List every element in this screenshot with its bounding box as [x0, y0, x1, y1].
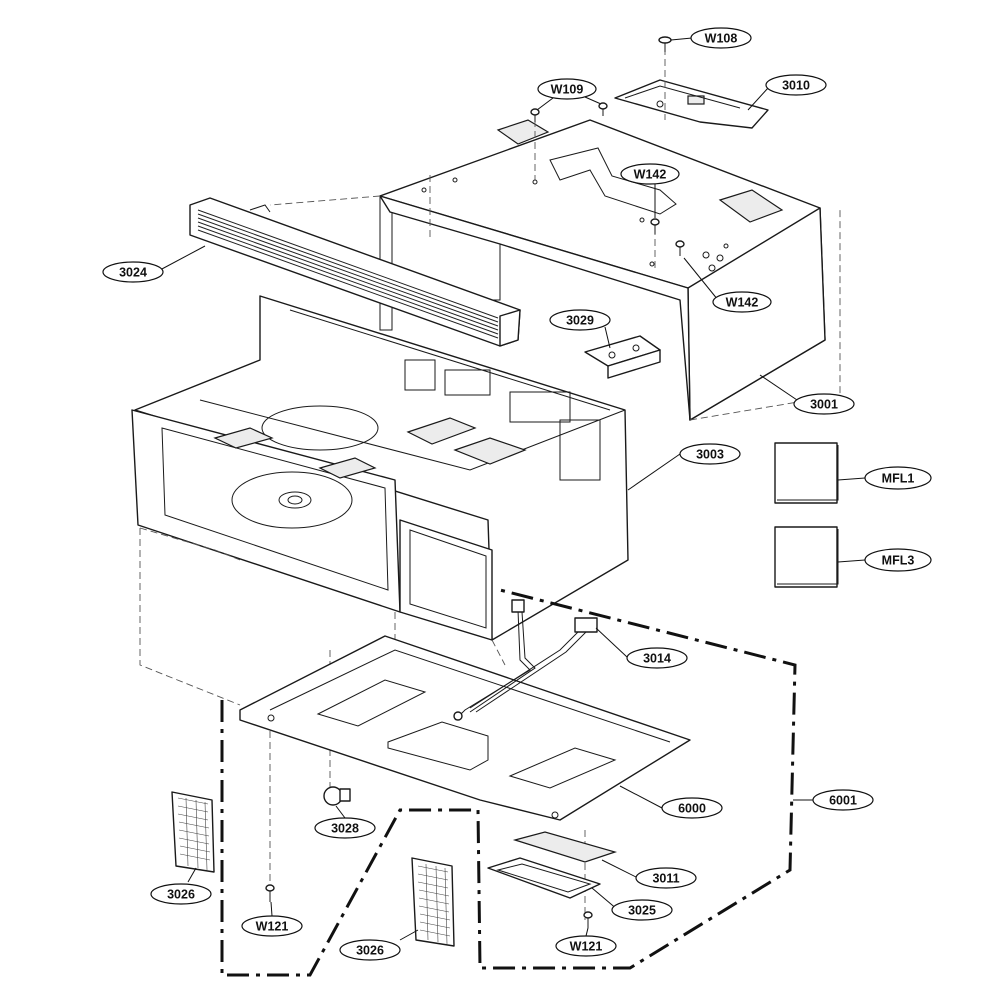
top-bracket-3010 — [614, 79, 769, 129]
label-mfl1: MFL1 — [882, 472, 915, 486]
callout-mfl3: MFL3 — [864, 548, 932, 572]
callout-3010: 3010 — [765, 74, 827, 96]
label-3010: 3010 — [782, 79, 810, 93]
label-w109: W109 — [551, 83, 584, 97]
callout-3026-bottom: 3026 — [339, 939, 401, 961]
screw-w109-b — [598, 102, 608, 116]
screw-w142-b — [675, 240, 685, 256]
label-3011: 3011 — [652, 872, 679, 886]
label-w108: W108 — [705, 32, 738, 46]
callout-3003: 3003 — [679, 443, 741, 465]
label-w121-left: W121 — [256, 920, 289, 934]
label-3026-bottom: 3026 — [356, 944, 384, 958]
label-3001: 3001 — [810, 398, 838, 412]
label-w142-top: W142 — [634, 168, 667, 182]
callout-3001: 3001 — [793, 393, 855, 415]
bracket-3029 — [584, 335, 661, 379]
label-3014: 3014 — [643, 652, 671, 666]
label-3003: 3003 — [696, 448, 724, 462]
oven-cavity-3003 — [131, 295, 629, 641]
label-3026-left: 3026 — [167, 888, 195, 902]
label-6001: 6001 — [829, 794, 857, 808]
callout-w121-left: W121 — [241, 915, 303, 937]
screw-w121-right — [583, 911, 593, 928]
callout-3026-left: 3026 — [150, 883, 212, 905]
screw-w109-a — [530, 108, 540, 122]
callout-w121-right: W121 — [555, 935, 617, 957]
label-3028: 3028 — [331, 822, 359, 836]
callout-6001: 6001 — [812, 789, 874, 811]
callout-3028: 3028 — [314, 817, 376, 839]
lamp-lens-3011 — [512, 831, 618, 863]
grease-filter-3026-bottom — [411, 857, 455, 947]
label-6000: 6000 — [678, 802, 706, 816]
label-3025: 3025 — [628, 904, 656, 918]
callout-mfl1: MFL1 — [864, 466, 932, 490]
callout-w142-side: W142 — [712, 291, 772, 313]
label-w142-side: W142 — [726, 296, 759, 310]
manual-mfl1 — [774, 442, 839, 504]
callout-3025: 3025 — [611, 899, 673, 921]
label-3024: 3024 — [119, 266, 147, 280]
manual-mfl3 — [774, 526, 839, 588]
screw-w121-left — [265, 884, 275, 902]
lamp-3028 — [323, 786, 351, 806]
wire-harness-3014 — [453, 599, 598, 721]
callout-3014: 3014 — [626, 647, 688, 669]
callout-3029: 3029 — [549, 309, 611, 331]
label-3029: 3029 — [566, 314, 594, 328]
screw-w142-a — [650, 218, 660, 234]
label-mfl3: MFL3 — [882, 554, 915, 568]
callout-3024: 3024 — [102, 261, 164, 283]
callout-w109: W109 — [537, 78, 597, 100]
callout-w142-top: W142 — [620, 163, 680, 185]
screw-w108 — [658, 36, 672, 52]
callout-6000: 6000 — [661, 797, 723, 819]
lamp-cover-3025 — [487, 857, 601, 899]
base-plate-6000 — [239, 635, 691, 821]
callout-3011: 3011 — [635, 867, 697, 889]
front-grille-3024 — [189, 197, 521, 347]
leader-lines — [159, 37, 866, 941]
label-w121-right: W121 — [570, 940, 603, 954]
grease-filter-3026-left — [171, 791, 215, 873]
callout-w108: W108 — [690, 27, 752, 49]
